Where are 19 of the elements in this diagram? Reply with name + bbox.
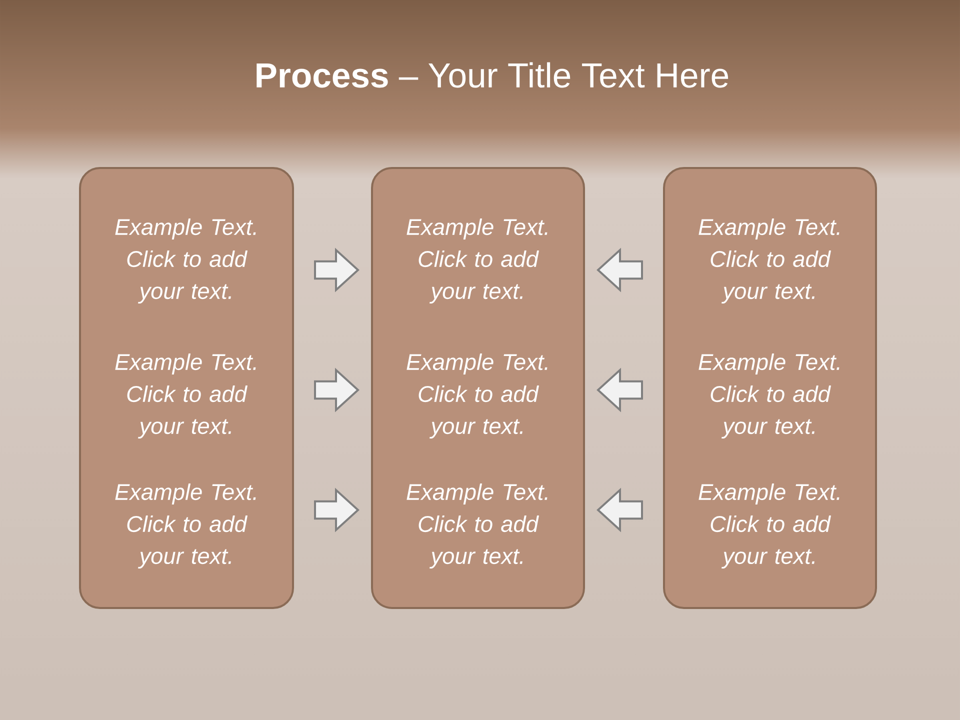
box-text: Example Text. Click to add your text. [115,218,256,304]
process-box [79,167,294,609]
block-arrow [596,488,643,532]
slide-title: Process – Your Title Text Here [256,62,728,88]
box-text: Example Text. Click to add your text. [115,483,256,569]
box-text: Example Text. Click to add your text. [115,353,256,439]
box-text: Example Text. Click to add your text. [698,353,840,439]
block-arrow [314,488,360,532]
block-arrow [314,248,360,292]
box-text: Example Text. Click to add your text. [406,353,548,439]
block-arrow [596,248,643,292]
block-arrow [314,368,360,412]
box-text: Example Text. Click to add your text. [406,483,548,569]
process-box [663,167,877,609]
block-arrow [596,368,643,412]
process-box [371,167,585,609]
box-text: Example Text. Click to add your text. [698,483,840,569]
box-text: Example Text. Click to add your text. [698,218,840,304]
box-text: Example Text. Click to add your text. [406,218,548,304]
